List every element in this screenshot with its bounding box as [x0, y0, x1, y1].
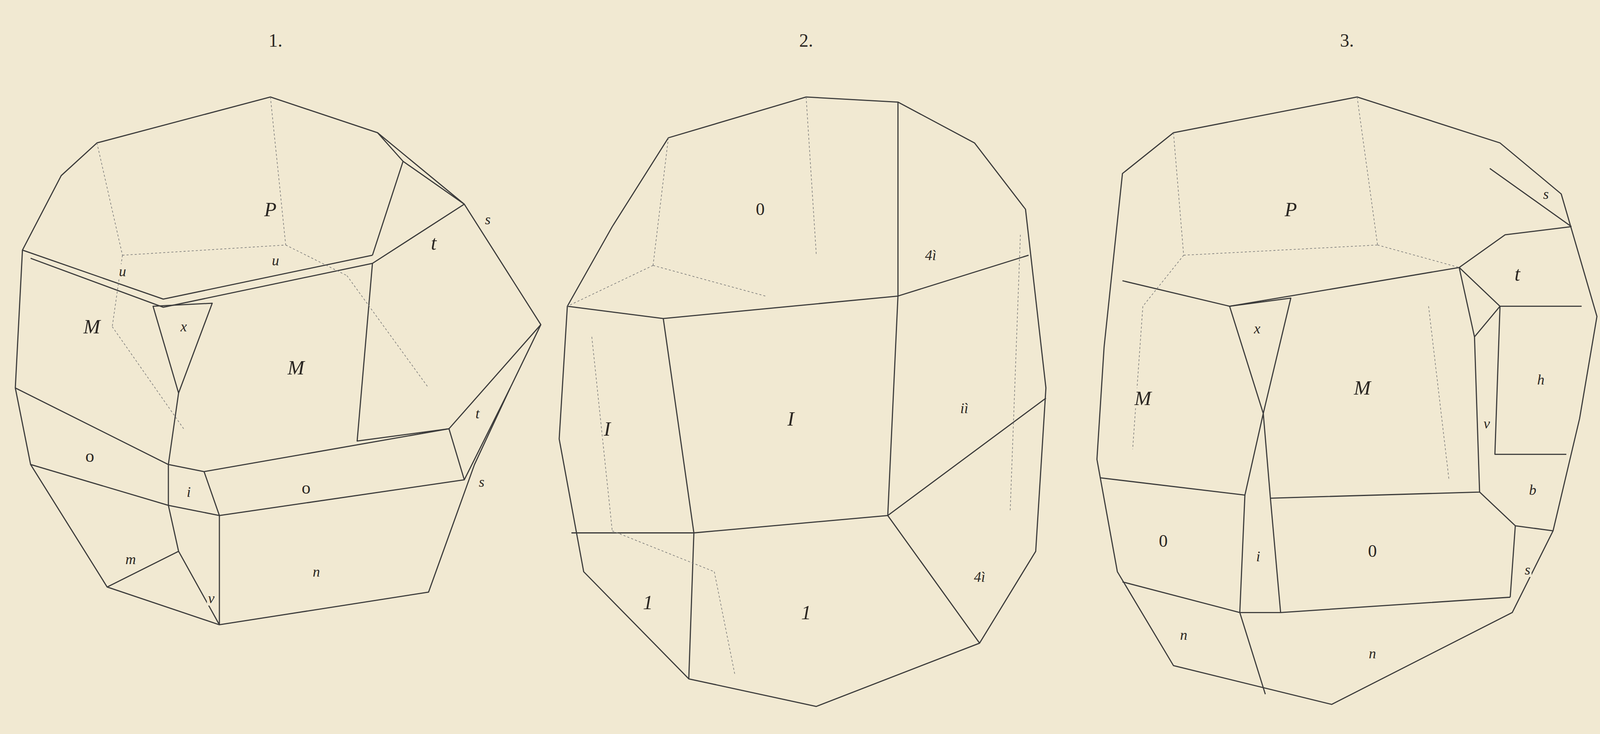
- face-label: M: [1133, 388, 1153, 409]
- crystal-figure-1: [15, 97, 541, 625]
- crystal-edge: [887, 398, 1046, 644]
- face-label: M: [1352, 377, 1373, 398]
- hidden-edge: [1132, 97, 1460, 480]
- crystal-edge: [1122, 168, 1572, 306]
- crystal-edge: [567, 102, 1029, 319]
- face-label: n: [1367, 646, 1378, 661]
- face-label: b: [1527, 482, 1538, 498]
- hidden-edge: [97, 97, 429, 429]
- face-label: 4ì: [972, 569, 987, 585]
- face-label: u: [270, 253, 281, 268]
- face-label: u: [117, 264, 128, 279]
- hidden-edge: [567, 97, 1021, 674]
- crystal-edge: [1479, 306, 1567, 598]
- crystal-edge: [168, 387, 511, 516]
- crystal-edge: [152, 303, 213, 393]
- figure-number: 3.: [1338, 31, 1356, 50]
- crystal-edge: [30, 464, 220, 625]
- face-label: P: [262, 199, 278, 220]
- face-label: i: [185, 484, 193, 500]
- face-label: x: [1252, 321, 1262, 336]
- figure-number: 1.: [267, 31, 284, 50]
- face-label: v: [1482, 416, 1492, 431]
- face-label: 4ì: [923, 248, 938, 263]
- face-label: s: [477, 474, 486, 490]
- face-label: M: [286, 357, 306, 378]
- face-label: 0: [754, 200, 766, 219]
- face-label: s: [483, 212, 492, 227]
- face-label: x: [179, 319, 189, 334]
- face-label: m: [124, 551, 137, 567]
- face-label: s: [1523, 562, 1532, 577]
- face-label: s: [1542, 186, 1551, 202]
- crystal-outline: [1097, 97, 1598, 705]
- face-label: t: [474, 406, 481, 421]
- face-label: v: [206, 591, 216, 606]
- face-label: 0: [1157, 532, 1169, 550]
- face-label: I: [786, 408, 796, 429]
- crystal-edge: [15, 387, 449, 472]
- face-label: iì: [959, 401, 970, 416]
- face-label: o: [300, 479, 312, 497]
- crystal-outline: [15, 97, 541, 625]
- face-label: n: [311, 564, 322, 579]
- crystal-edge: [372, 132, 465, 256]
- face-label: P: [1283, 199, 1299, 220]
- crystal-figure-3: [1097, 97, 1598, 705]
- face-label: 1: [800, 602, 813, 623]
- face-label: i: [1254, 549, 1262, 564]
- crystal-edge: [571, 295, 898, 679]
- face-label: 0: [1366, 542, 1379, 561]
- crystal-figure-2: [559, 97, 1046, 707]
- face-label: M: [82, 316, 102, 337]
- crystal-outline: [559, 97, 1046, 707]
- figure-number: 2.: [797, 31, 815, 50]
- face-label: t: [429, 232, 438, 253]
- face-label: I: [602, 418, 612, 439]
- face-label: t: [1513, 263, 1522, 284]
- face-label: 1: [641, 592, 655, 613]
- crystal-edge: [1099, 267, 1501, 499]
- crystal-edge: [22, 250, 373, 308]
- crystal-edge: [357, 204, 541, 441]
- face-label: o: [84, 447, 96, 466]
- face-label: n: [1178, 627, 1189, 643]
- crystal-edge: [1122, 495, 1511, 695]
- face-label: h: [1535, 372, 1546, 387]
- crystal-edge: [1229, 267, 1582, 414]
